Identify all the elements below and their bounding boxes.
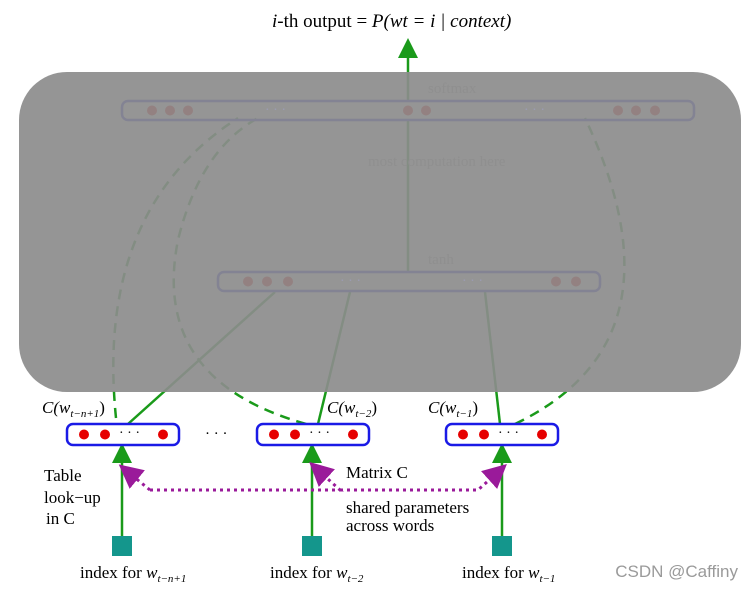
embedding-label-left: C(wt−n+1) (42, 398, 105, 420)
index-label-right: index for wt−1 (462, 563, 556, 585)
index-label-left: index for wt−n+1 (80, 563, 187, 585)
embedding-vector-right (444, 422, 560, 447)
index-square-right (492, 536, 512, 556)
output-title: i-th output = P(wt = i | context) (272, 11, 512, 32)
softmax-dots-right: · · · (524, 103, 545, 118)
index-square-left (112, 536, 132, 556)
embedding-dots-mid: · · · (309, 426, 330, 441)
computation-overlay (19, 72, 741, 392)
watermark: CSDN @Caffiny (615, 562, 738, 581)
shared-params-line2: across words (346, 516, 435, 535)
index-label-mid: index for wt−2 (270, 563, 364, 585)
shared-arrow-right (340, 463, 507, 492)
table-lookup-line3: in C (46, 509, 75, 528)
shared-params-line1: shared parameters (346, 498, 470, 517)
most-computation-label: most computation here (368, 154, 506, 170)
embedding-dots-right: · · · (498, 426, 519, 441)
embedding-label-mid: C(wt−2) (327, 398, 377, 420)
embedding-vector-mid (255, 422, 371, 447)
embedding-vector-left (65, 422, 181, 447)
index-square-mid (302, 536, 322, 556)
table-lookup-line2: look−up (44, 488, 101, 507)
softmax-label: softmax (428, 81, 477, 97)
embedding-label-right: C(wt−1) (428, 398, 478, 420)
tanh-dots-right: · · · (462, 274, 483, 289)
embedding-dots-left: · · · (119, 426, 140, 441)
tanh-dots-left: · · · (340, 274, 361, 289)
between-ellipsis: · · · (205, 426, 228, 442)
matrix-c-label: Matrix C (346, 463, 408, 482)
table-lookup-line1: Table (44, 466, 82, 485)
softmax-dots-left: · · · (265, 103, 286, 118)
shared-arrow-left (118, 464, 151, 492)
tanh-label: tanh (428, 252, 454, 268)
